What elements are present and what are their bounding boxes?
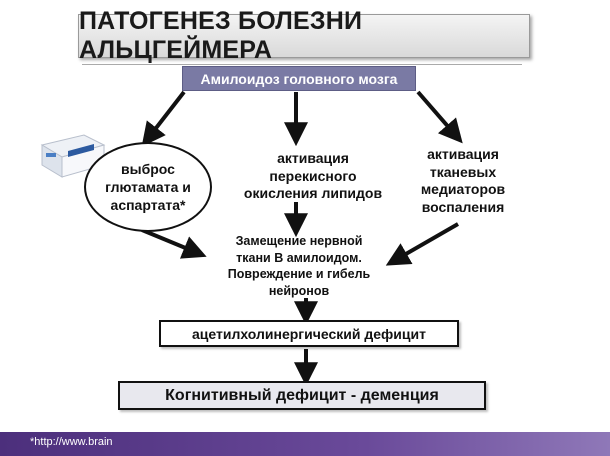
node-neuron-damage: Замещение нервной ткани В амилоидом. Пов…	[206, 233, 392, 299]
damage-line-3: Повреждение и гибель	[227, 267, 371, 281]
inflammation-line-3: медиаторов	[420, 181, 506, 197]
page-title: ПАТОГЕНЕЗ БОЛЕЗНИ АЛЬЦГЕЙМЕРА	[78, 7, 530, 64]
node-amyloidosis: Амилоидоз головного мозга	[182, 66, 416, 91]
inflammation-line-1: активация	[427, 146, 499, 162]
lipid-line-2: перекисного	[269, 167, 357, 184]
damage-line-1: Замещение нервной	[235, 234, 363, 248]
damage-line-4: нейронов	[268, 283, 330, 298]
footer-source-link[interactable]: *http://www.brain	[30, 436, 113, 448]
lipid-line-3: окисления липидов	[243, 185, 383, 201]
node-cognitive-deficit: Когнитивный дефицит - деменция	[118, 381, 486, 410]
node-glutamate-release: выброс глютамата и аспартата*	[84, 142, 212, 232]
node-lipid-peroxidation: активация перекисного окисления липидов	[238, 150, 388, 203]
glutamate-line-2: глютамата и	[105, 178, 191, 195]
arrow-glutamate-to-center	[141, 228, 207, 259]
damage-line-2: ткани В амилоидом.	[236, 250, 362, 265]
inflammation-line-2: тканевых	[429, 163, 497, 180]
node-inflammation-mediators: активация тканевых медиаторов воспаления	[404, 146, 522, 216]
footer-bar	[0, 432, 610, 456]
arrow-inflammation-to-center	[385, 222, 459, 266]
title-divider	[82, 64, 522, 65]
arrow-amyloid-to-glutamate	[141, 90, 186, 147]
arrow-amyloid-to-inflammation	[416, 90, 463, 144]
glutamate-line-1: выброс	[121, 160, 175, 177]
inflammation-line-4: воспаления	[421, 198, 505, 215]
node-acetylcholine-deficit: ацетилхолинергический дефицит	[159, 320, 459, 347]
glutamate-line-3: аспартата*	[110, 197, 186, 214]
lipid-line-1: активация	[277, 150, 349, 166]
